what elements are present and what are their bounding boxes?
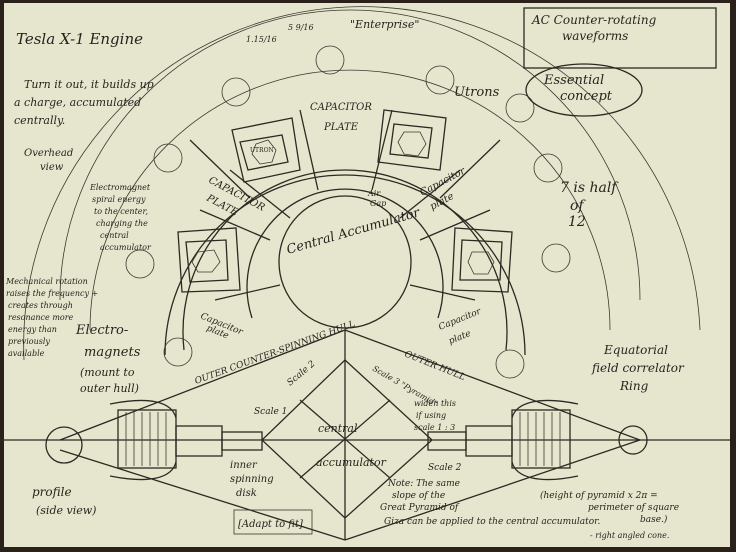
central-accumulator-circle xyxy=(278,195,412,329)
essential-oval xyxy=(525,63,643,117)
scale1-label: Scale 1 xyxy=(254,407,287,417)
central-accumulator-label: Central Accumulator xyxy=(285,205,422,258)
waveforms-line1: AC Counter-rotating xyxy=(531,13,657,27)
note-line1: Note: The same xyxy=(387,479,460,489)
right-angled-text: - right angled cone. xyxy=(590,531,669,540)
paper-sheet xyxy=(4,3,730,547)
central-bottom-line2: accumulator xyxy=(316,456,387,469)
mech-line7: available xyxy=(8,349,45,358)
equatorial-line1: Equatorial xyxy=(603,343,668,357)
utron-boxes xyxy=(177,109,513,293)
capacitor-ring-inner xyxy=(246,188,444,319)
spiral-line3: to the center, xyxy=(94,207,148,216)
outer-field-arc-2 xyxy=(23,6,701,361)
inner-disk-line3: disk xyxy=(236,488,257,499)
equatorial-line2: field correlator xyxy=(591,361,685,375)
spiral-line1: Electromagnet xyxy=(89,183,151,192)
inner-disk-line2: spinning xyxy=(230,474,274,485)
spiral-line4: charging the xyxy=(96,219,148,228)
mech-line4: resonance more xyxy=(8,313,74,322)
seven-line3: 12 xyxy=(568,214,586,230)
ratio-b-text: 5 9/16 xyxy=(288,23,314,32)
scale2-label: Scale 2 xyxy=(286,359,318,388)
hull-lines xyxy=(0,329,730,541)
electro-line3: (mount to xyxy=(80,366,135,379)
capacitor-ring-outer xyxy=(182,169,508,351)
pyramid-diamond xyxy=(261,330,433,540)
mech-line1: Mechanical rotation xyxy=(5,277,88,286)
utron-chip-label: UTRON xyxy=(250,147,274,154)
spiral-line5: central xyxy=(100,231,129,240)
widen-line1: widen this xyxy=(414,399,456,408)
spiral-line6: accumulator xyxy=(100,243,152,252)
widen-line2: if using xyxy=(416,411,446,420)
mech-line2: raises the frequency + xyxy=(6,289,98,298)
equatorial-line3: Ring xyxy=(619,379,649,393)
profile-line1: profile xyxy=(32,485,72,499)
note-line3: Great Pyramid of xyxy=(380,503,460,513)
mech-line6: previously xyxy=(8,337,50,346)
cap-top-line1: CAPACITOR xyxy=(310,102,372,113)
note-line2: slope of the xyxy=(392,491,445,501)
enterprise-text: "Enterprise" xyxy=(350,18,419,31)
height-line1: (height of pyramid x 2π = xyxy=(540,490,658,501)
electromagnet-circles xyxy=(125,45,571,379)
coil-windings xyxy=(125,412,561,466)
mech-line5: energy than xyxy=(8,325,57,334)
overhead-line1: Overhead xyxy=(24,148,73,159)
turn-line3: centrally. xyxy=(14,114,65,127)
seven-line1: 7 is half xyxy=(560,180,619,196)
overhead-line2: view xyxy=(40,162,64,173)
electro-line1: Electro- xyxy=(75,323,128,338)
cap-br-line1: Capacitor xyxy=(437,307,483,333)
outer-hull-circle xyxy=(164,174,526,356)
adapt-box xyxy=(233,509,313,535)
seven-line2: of xyxy=(570,198,586,214)
scale3-label: Scale 3 "Pyramid" xyxy=(371,364,439,408)
cap-br-line2: plate xyxy=(447,329,472,347)
turn-line2: a charge, accumulated xyxy=(14,96,141,109)
utron-hexes xyxy=(191,131,495,275)
waveforms-line2: waveforms xyxy=(562,29,628,43)
ratio-a-text: 1.15/16 xyxy=(246,35,277,44)
essential-line1: Essential xyxy=(543,73,604,88)
air-gap-line1: Air xyxy=(367,189,381,198)
spiral-line2: spiral energy xyxy=(92,195,146,204)
profile-left-circle xyxy=(45,426,83,464)
widen-line3: scale 1 : 3 xyxy=(414,423,455,432)
profile-right-circle xyxy=(618,425,648,455)
utrons-label: Utrons xyxy=(454,85,500,100)
central-bottom-line1: central xyxy=(318,422,358,435)
inner-disk-line1: inner xyxy=(230,460,258,471)
outer-field-arc-1 xyxy=(59,9,641,301)
cap-right-line1: Capacitor xyxy=(418,165,468,199)
electro-line4: outer hull) xyxy=(80,382,139,395)
note-line4: Giza can be applied to the central accum… xyxy=(384,517,600,527)
title-text: Tesla X-1 Engine xyxy=(16,30,143,48)
waveforms-box xyxy=(523,7,717,69)
height-line3: base.) xyxy=(640,514,668,525)
outer-field-arc-3 xyxy=(89,69,611,331)
mech-line3: creates through xyxy=(8,301,73,310)
turn-line1: Turn it out, it builds up xyxy=(24,78,154,91)
profile-coils xyxy=(109,399,579,481)
electro-line2: magnets xyxy=(84,345,141,360)
essential-line2: concept xyxy=(560,89,613,104)
height-line2: perimeter of square xyxy=(588,503,679,513)
air-gap-line2: Gap xyxy=(370,199,386,208)
radial-dividers xyxy=(189,109,501,301)
adapt-text: [Adapt to fit] xyxy=(238,519,303,530)
scale2b-label: Scale 2 xyxy=(428,463,462,473)
profile-line2: (side view) xyxy=(36,504,96,517)
outer-right-label: OUTER HULL xyxy=(403,350,467,383)
cap-top-line2: PLATE xyxy=(323,122,359,133)
